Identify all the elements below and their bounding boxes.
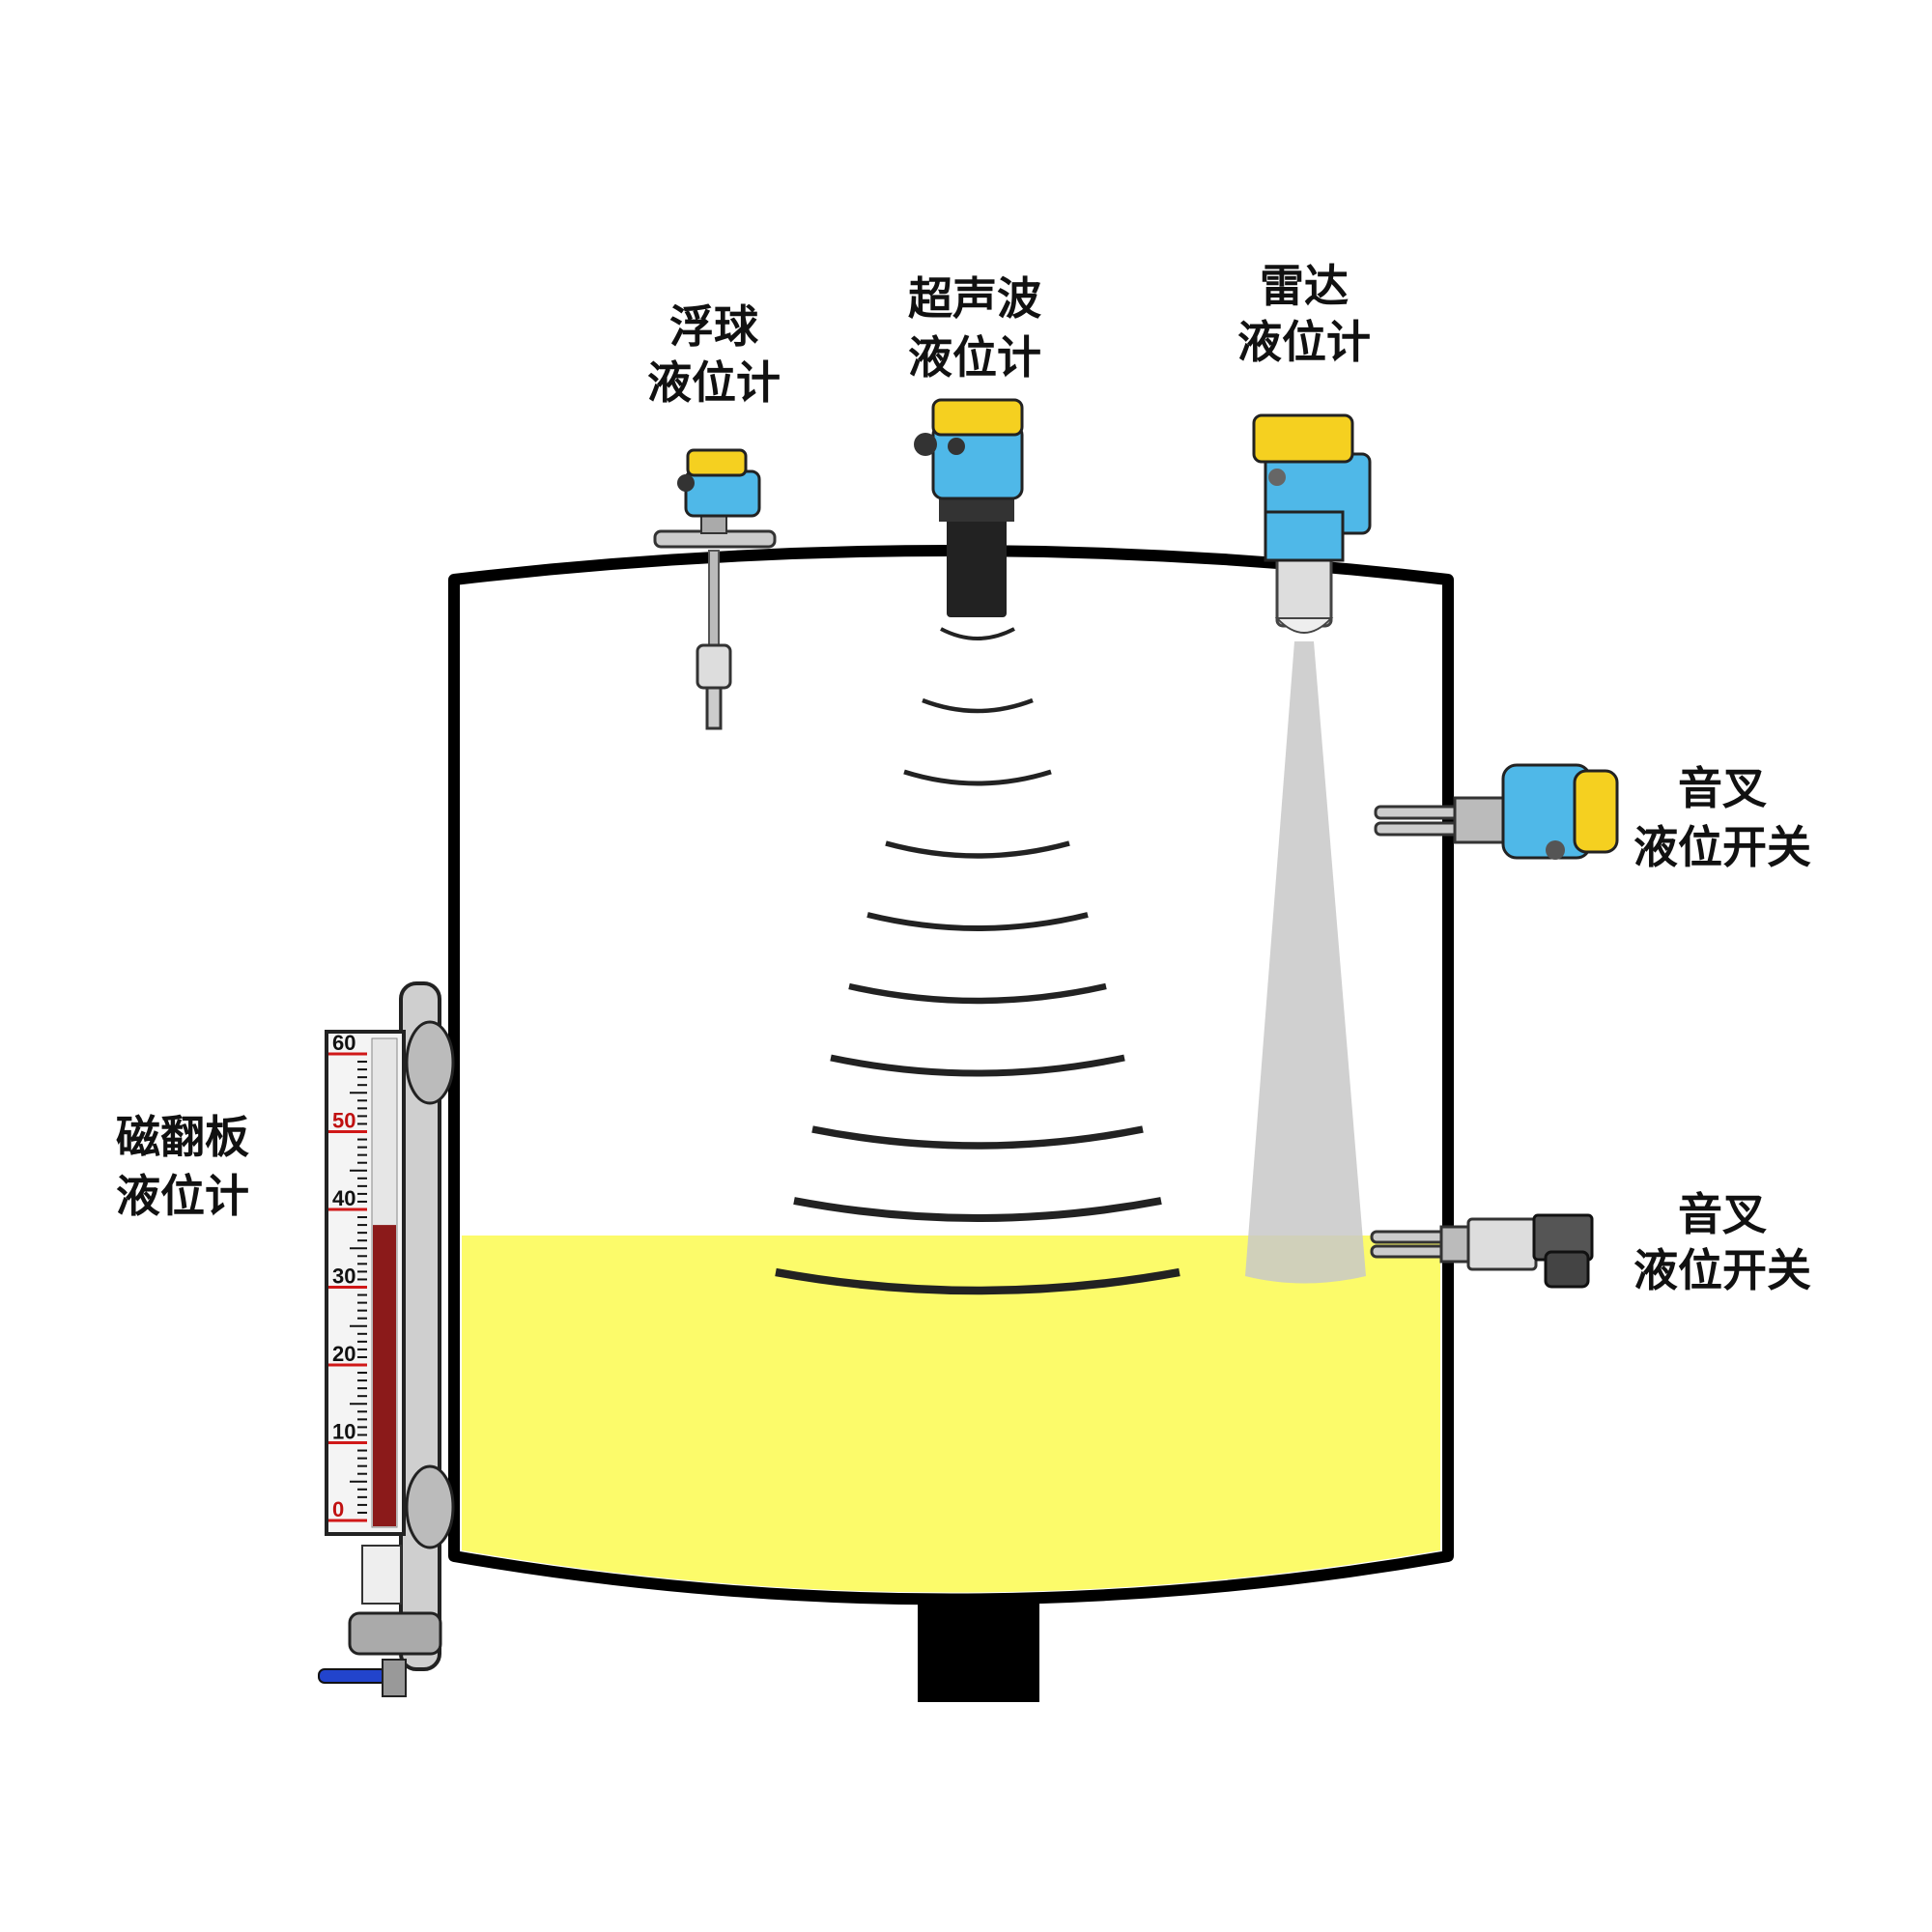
label-line: 液位开关 xyxy=(1634,821,1811,873)
label-fork-switch-upper: 音叉 液位开关 xyxy=(1634,762,1811,873)
tuning-fork-switch-lower xyxy=(1370,1213,1594,1289)
label-line: 超声波 xyxy=(908,272,1041,325)
label-line: 液位开关 xyxy=(1634,1244,1811,1296)
ultrasonic-wave xyxy=(848,982,1107,1005)
label-ultrasonic-gauge: 超声波 液位计 xyxy=(908,272,1041,384)
ultrasonic-level-gauge xyxy=(914,398,1024,617)
ultrasonic-wave xyxy=(903,769,1052,786)
tank-outline xyxy=(448,545,1454,1605)
label-line: 雷达 xyxy=(1260,260,1349,312)
label-line: 浮球 xyxy=(669,300,759,353)
ultrasonic-wave xyxy=(830,1054,1125,1077)
label-line: 液位计 xyxy=(116,1170,249,1222)
ultrasonic-wave xyxy=(940,627,1015,640)
scale-label: 10 xyxy=(332,1420,355,1444)
label-line: 液位计 xyxy=(647,356,781,409)
float-level-gauge xyxy=(653,448,777,730)
gauge-scale: 60 50 40 30 20 10 0 xyxy=(328,1031,367,1522)
label-radar-gauge: 雷达 液位计 xyxy=(1237,260,1371,368)
scale-label: 30 xyxy=(332,1264,355,1289)
level-indicator-fill xyxy=(373,1225,396,1526)
scale-label: 50 xyxy=(332,1109,355,1133)
label-line: 液位计 xyxy=(1237,316,1371,368)
label-line: 磁翻板 xyxy=(116,1111,249,1163)
radar-level-gauge xyxy=(1252,413,1372,634)
ultrasonic-wave xyxy=(922,697,1034,714)
label-line: 音叉 xyxy=(1678,1188,1767,1240)
ultrasonic-wave xyxy=(793,1197,1162,1222)
magnetic-flap-level-gauge: 60 50 40 30 20 10 0 xyxy=(318,981,455,1697)
label-fork-switch-lower: 音叉 液位开关 xyxy=(1634,1188,1811,1296)
ultrasonic-wave xyxy=(775,1267,1180,1295)
scale-label: 0 xyxy=(332,1497,344,1521)
tuning-fork-switch-upper xyxy=(1374,763,1619,860)
label-line: 液位计 xyxy=(908,331,1041,384)
ultrasonic-wave xyxy=(811,1125,1144,1150)
liquid xyxy=(462,1236,1440,1593)
scale-label: 40 xyxy=(332,1186,355,1210)
label-line: 音叉 xyxy=(1678,762,1767,814)
scale-label: 60 xyxy=(332,1031,355,1055)
ultrasonic-wave xyxy=(885,840,1070,859)
label-float-gauge: 浮球 液位计 xyxy=(647,300,781,409)
scale-label: 20 xyxy=(332,1342,355,1366)
tank-stand xyxy=(918,1594,1039,1702)
radar-beam xyxy=(1245,641,1366,1284)
ultrasonic-wave xyxy=(867,912,1089,931)
ultrasonic-waves xyxy=(775,627,1180,1295)
label-magnetic-gauge: 磁翻板 液位计 xyxy=(116,1111,249,1222)
